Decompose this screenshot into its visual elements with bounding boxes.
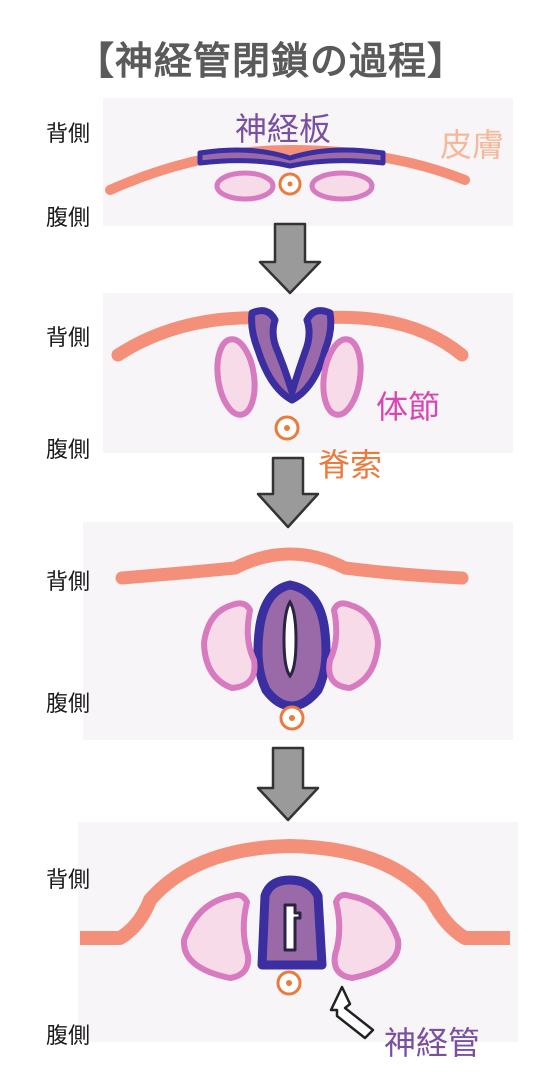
ventral-label: 腹側	[46, 692, 91, 717]
dorsal-label: 背側	[46, 326, 91, 351]
neural-groove	[248, 307, 335, 404]
somite	[309, 170, 375, 202]
somite	[331, 891, 402, 981]
process-arrow	[256, 746, 320, 822]
somite-label: 体節	[376, 388, 441, 426]
skin-layer	[80, 839, 510, 945]
skin-layer	[115, 547, 469, 585]
somite	[201, 600, 258, 691]
dorsal-label: 背側	[46, 570, 91, 595]
somite	[214, 170, 276, 202]
ventral-label: 腹側	[46, 206, 91, 231]
page-title: 【神経管閉鎖の過程】	[75, 39, 466, 83]
ventral-label: 腹側	[46, 438, 91, 463]
process-arrow	[258, 222, 322, 295]
pointer-arrow	[329, 985, 375, 1040]
dorsal-label: 背側	[46, 122, 91, 147]
somite	[180, 891, 252, 981]
neural-plate	[197, 147, 386, 169]
neural-plate-label: 神経板	[235, 110, 332, 148]
stage-1	[105, 144, 470, 202]
somite	[320, 336, 364, 418]
notochord-label: 脊索	[318, 446, 383, 484]
somite	[214, 336, 258, 418]
skin-layer	[111, 311, 272, 362]
stage-3	[115, 547, 469, 731]
neural-tube-label: 神経管	[384, 1024, 481, 1062]
dorsal-label: 背側	[46, 868, 91, 893]
somite	[326, 600, 381, 691]
stage-4	[80, 839, 510, 1040]
ventral-label: 腹側	[46, 1024, 91, 1049]
stage-2	[111, 307, 469, 441]
process-arrow	[256, 456, 320, 529]
skin-layer	[311, 310, 469, 362]
neural-canal	[283, 903, 302, 952]
skin-label: 皮膚	[440, 126, 505, 164]
skin-layer	[105, 144, 470, 195]
neural-lumen	[282, 599, 298, 679]
